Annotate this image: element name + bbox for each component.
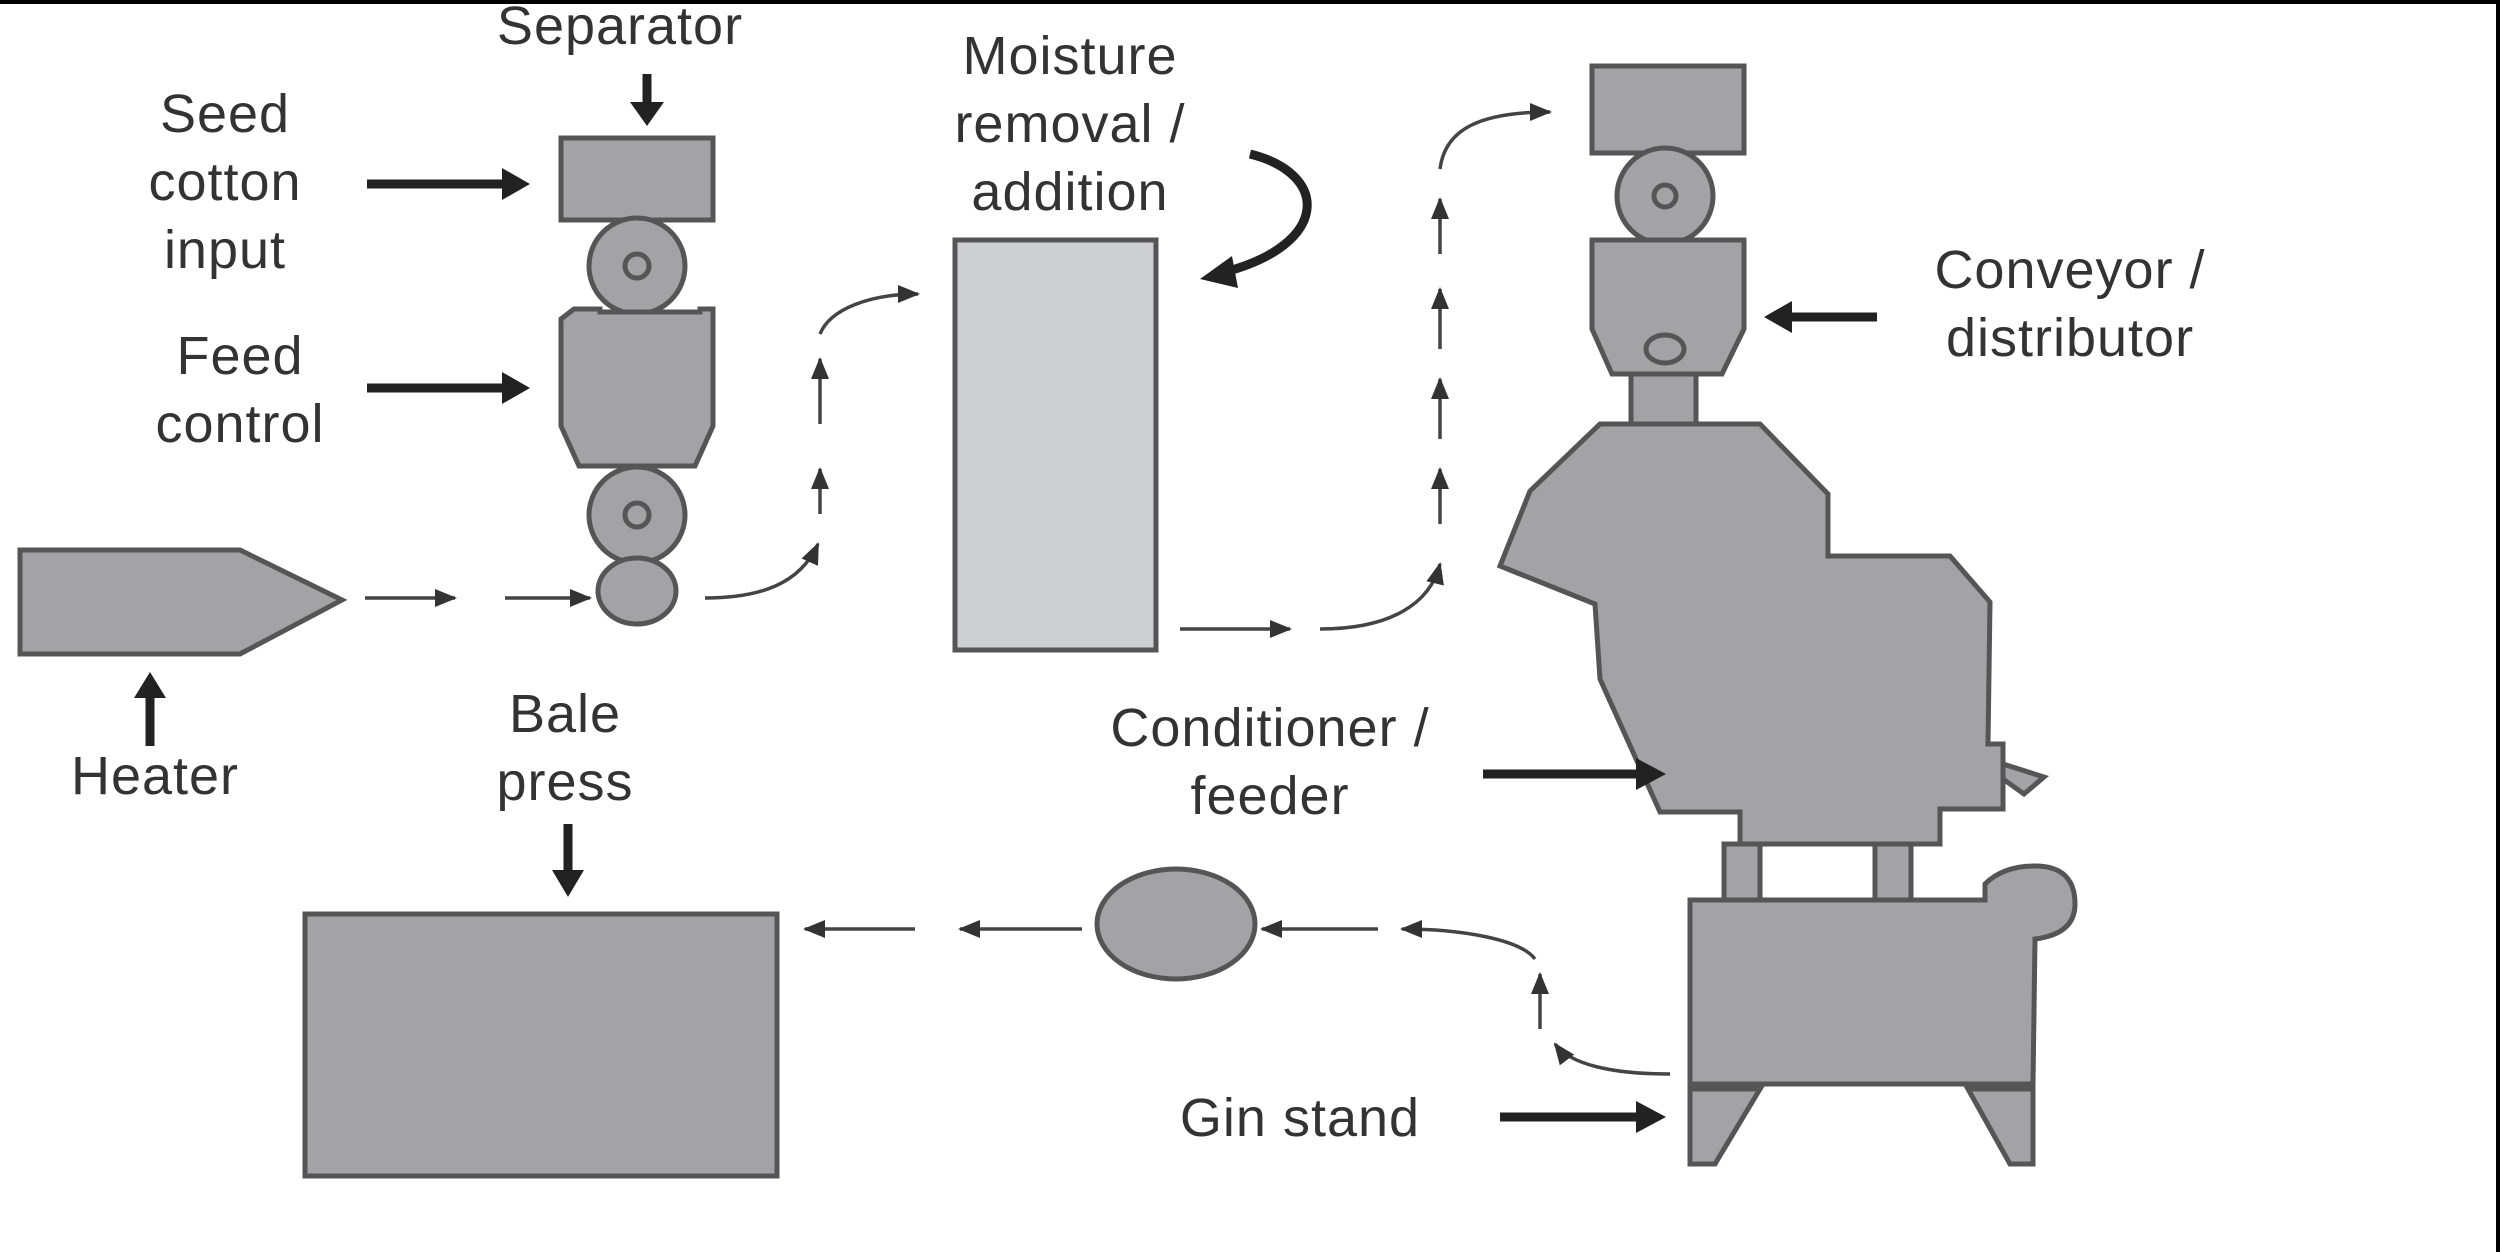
feed-control-unit [558,306,716,627]
label-separator: Separator [496,0,744,56]
gin-stand-leg-left [1687,1086,1765,1167]
gin-stand-body [1687,863,2078,1087]
gin-stand-unit [1687,863,2078,1167]
conditioner-feeder-body [1496,421,2006,847]
bale-press-box [302,911,780,1179]
label-seed-cotton-input: Seed cotton input [148,84,302,280]
conveyor-unit [1589,63,1747,429]
distributor-neck [1628,371,1699,429]
label-bale-press: Bale press [496,684,634,812]
gin-process-diagram [17,63,2078,1179]
flow-arrows [365,103,1671,1076]
feed-outlet-ball [595,555,679,627]
conveyor-top-box [1589,63,1747,156]
pointer-arrows [134,74,1877,1133]
distributor-hopper [1589,237,1747,377]
label-gin-stand: Gin stand [1179,1088,1421,1148]
heater-shape [17,547,348,657]
label-heater: Heater [70,746,240,806]
moisture-tower [952,237,1159,653]
gin-stand-leg-right [1963,1086,2036,1167]
label-conditioner-feeder: Conditioner / feeder [1110,698,1430,826]
lint-cleaner [1094,866,1258,982]
label-conveyor-distributor: Conveyor / distributor [1934,240,2206,368]
feed-control-hopper [558,306,716,469]
label-feed-control: Feed control [155,326,325,454]
conditioner-spout [2000,760,2050,798]
label-moisture-removal-addition: Moisture removal / addition [954,26,1186,222]
separator-box [558,135,716,223]
conditioner-leg-right [1872,841,1914,903]
conditioner-leg-left [1721,841,1763,903]
separator-unit [558,135,716,317]
